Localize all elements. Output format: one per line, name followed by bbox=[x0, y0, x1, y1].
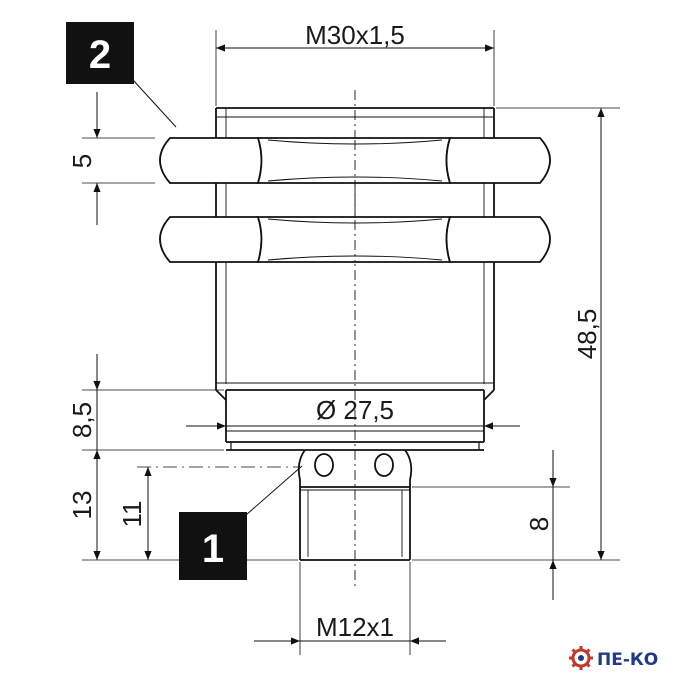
callout-connector: 1 bbox=[179, 512, 247, 580]
dim-connector-height: 11 bbox=[117, 501, 147, 528]
leader-connector bbox=[245, 465, 303, 516]
watermark-logo: ПЕ-КО bbox=[569, 646, 658, 670]
dim-connector-offset: 13 bbox=[67, 491, 97, 520]
dim-total-length: 48,5 bbox=[572, 309, 602, 360]
dim-collar-diameter: Ø 27,5 bbox=[316, 395, 394, 425]
callout-connector-label: 1 bbox=[202, 527, 224, 571]
gear-icon bbox=[569, 646, 593, 670]
dim-nut-thickness: 5 bbox=[67, 154, 97, 168]
dim-bottom-thread: M12x1 bbox=[316, 612, 394, 642]
dim-collar-height: 8,5 bbox=[67, 402, 97, 438]
callout-nut-label: 2 bbox=[89, 33, 111, 77]
dim-top-thread: M30x1,5 bbox=[305, 20, 405, 50]
dim-thread-length: 8 bbox=[524, 517, 554, 531]
leader-nut bbox=[132, 79, 177, 128]
logo-text: ПЕ-КО bbox=[597, 650, 658, 670]
connector bbox=[297, 449, 413, 561]
callout-nut: 2 bbox=[66, 22, 134, 84]
sensor-collar bbox=[225, 389, 485, 451]
